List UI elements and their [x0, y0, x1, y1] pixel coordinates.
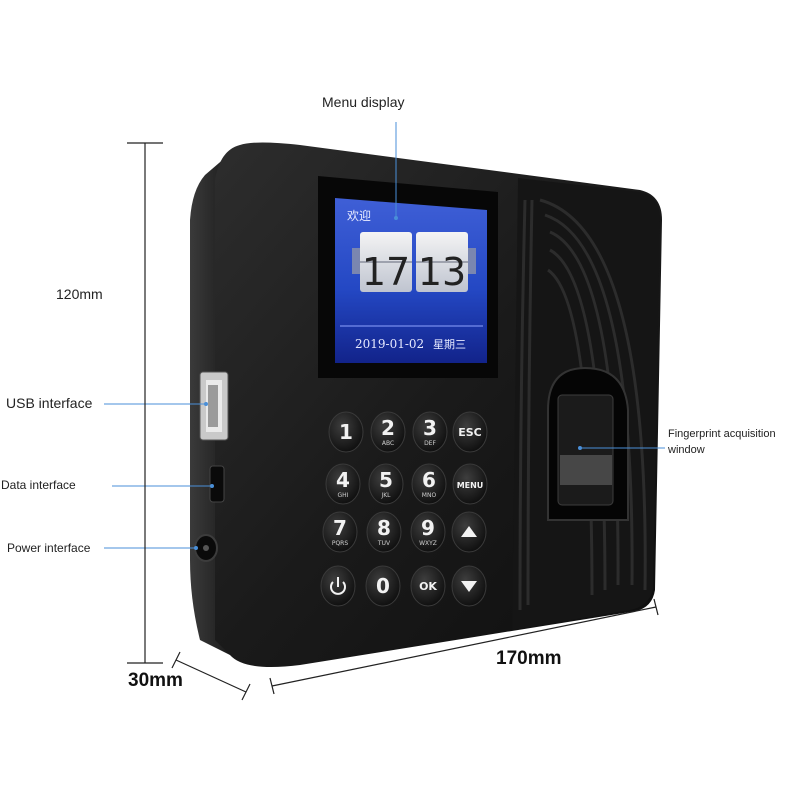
key-cap: [452, 463, 488, 505]
key-sub-label: TUV: [377, 540, 391, 547]
key-cap: [410, 511, 446, 553]
key-cap: [370, 411, 406, 453]
keypad-key-7[interactable]: MENU: [452, 463, 488, 505]
fingerprint-label-line2: window: [668, 444, 705, 456]
key-sub-label: WXYZ: [419, 540, 437, 547]
power-icon: [330, 577, 346, 595]
key-label: 5: [379, 468, 393, 492]
screen-welcome-text: 欢迎: [347, 208, 371, 223]
key-sub-label: ABC: [382, 440, 394, 447]
keypad-key-14[interactable]: OK: [410, 565, 446, 607]
key-label: 9: [421, 516, 435, 540]
key-cap: [322, 511, 358, 553]
key-cap: [325, 463, 361, 505]
fingerprint-window-label: Fingerprint acquisition window: [668, 426, 776, 458]
depth-dimension-line: [175, 659, 247, 693]
key-label: 2: [381, 416, 395, 440]
key-cap: [412, 411, 448, 453]
usb-interface-label: USB interface: [6, 395, 93, 411]
dimension-lines: [127, 142, 659, 701]
keypad-key-13[interactable]: 0: [365, 565, 401, 607]
up-arrow-icon: [461, 526, 477, 537]
width-dimension-line: [271, 606, 657, 687]
key-label: 0: [376, 574, 390, 598]
depth-label: 30mm: [128, 670, 183, 691]
key-sub-label: PQRS: [332, 540, 349, 547]
key-sub-label: DEF: [424, 440, 436, 447]
key-cap: [410, 565, 446, 607]
key-cap: [368, 463, 404, 505]
key-label: ESC: [458, 426, 482, 439]
clock-hour-text: 17: [362, 250, 410, 294]
key-label: 8: [377, 516, 391, 540]
callout-lines: [104, 122, 665, 550]
power-interface-label: Power interface: [7, 541, 91, 555]
key-label: 6: [422, 468, 436, 492]
clock-minute-text: 13: [418, 250, 466, 294]
lcd-screen: [335, 198, 487, 363]
key-cap: [411, 463, 447, 505]
width-label: 170mm: [496, 648, 562, 669]
key-label: 3: [423, 416, 437, 440]
key-label: 7: [333, 516, 347, 540]
key-sub-label: GHI: [338, 492, 349, 499]
key-cap: [366, 511, 402, 553]
key-cap: [452, 411, 488, 453]
key-label: 4: [336, 468, 350, 492]
ridge-panel: [512, 178, 660, 630]
keypad-key-0[interactable]: 1: [328, 411, 364, 453]
menu-display-label: Menu display: [322, 94, 405, 110]
fingerprint-label-line1: Fingerprint acquisition: [668, 428, 776, 440]
key-label: 1: [339, 420, 353, 444]
key-label: MENU: [457, 481, 484, 490]
key-cap: [365, 565, 401, 607]
key-sub-label: MNO: [422, 492, 437, 499]
usb-port[interactable]: [199, 371, 229, 441]
screen-date-text: 2019-01-02: [355, 337, 424, 351]
data-interface-label: Data interface: [1, 478, 76, 492]
key-sub-label: JKL: [380, 492, 391, 499]
fingerprint-sensor: [557, 394, 614, 506]
keypad-key-15[interactable]: [451, 565, 487, 607]
keypad-key-11[interactable]: [451, 511, 487, 553]
data-port[interactable]: [209, 465, 225, 503]
key-label: OK: [419, 580, 437, 593]
power-port[interactable]: [194, 534, 218, 562]
height-label: 120mm: [56, 286, 103, 302]
keypad-key-12[interactable]: [320, 565, 356, 607]
keypad-key-3[interactable]: ESC: [452, 411, 488, 453]
key-cap: [328, 411, 364, 453]
down-arrow-icon: [461, 581, 477, 592]
screen-weekday-text: 星期三: [433, 338, 466, 351]
